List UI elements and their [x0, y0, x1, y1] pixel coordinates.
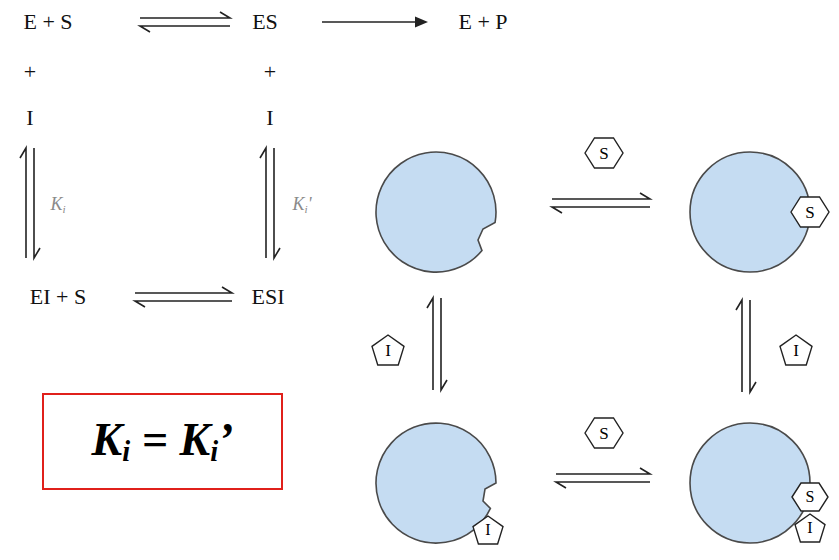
text-part: I: [807, 519, 812, 536]
text-part: K: [179, 414, 210, 465]
text-part: I: [485, 521, 490, 538]
text-part: ’: [218, 414, 233, 465]
symbol-letter: S: [805, 204, 814, 221]
substrate-symbol: S: [585, 418, 623, 448]
inhibitor-symbol: I: [780, 335, 812, 365]
symbol-letter: I: [485, 522, 490, 538]
text-part: ': [308, 194, 312, 214]
text-part: [472, 9, 478, 34]
symbol-letter: S: [599, 425, 608, 442]
text-part: S: [599, 144, 608, 163]
text-part: I: [277, 284, 284, 309]
equilibrium-arrow: [140, 12, 230, 32]
text-part: +: [24, 59, 36, 84]
reaction-arrow: [322, 21, 418, 23]
text-part: S: [806, 488, 815, 505]
text-part: [130, 414, 142, 465]
text-part: K: [92, 414, 123, 465]
text-part: i: [62, 203, 65, 215]
constant-label: Ki': [293, 195, 312, 215]
text-part: E: [252, 9, 265, 34]
shape-outline: [780, 335, 812, 365]
equilibrium-arrow: [736, 300, 756, 392]
reactant-label: E + S: [23, 11, 72, 33]
shape-outline: [792, 483, 828, 511]
text-part: S: [265, 284, 277, 309]
text-part: K: [293, 194, 305, 214]
symbol-letter: S: [599, 145, 608, 162]
plus-sign: +: [264, 61, 276, 83]
product-label: E + P: [458, 11, 507, 33]
text-part: [68, 284, 74, 309]
substrate-symbol: S: [792, 483, 828, 511]
equilibrium-arrow: [427, 298, 447, 390]
substrate-symbol: S: [585, 138, 623, 168]
inhibitor-label: I: [26, 107, 33, 129]
inhibitor-label: I: [266, 107, 273, 129]
shape-outline: [791, 197, 829, 227]
text-part: S: [599, 424, 608, 443]
text-part: [168, 414, 180, 465]
plus-sign: +: [24, 61, 36, 83]
symbol-letter: S: [806, 489, 815, 505]
inhibitor-symbol: I: [473, 516, 503, 544]
symbol-letter: I: [385, 342, 391, 359]
shape-outline: [585, 138, 623, 168]
enzyme-substrate-inhibitor: [690, 423, 810, 543]
inhibitor-symbol: I: [372, 335, 404, 365]
text-part: E: [251, 284, 264, 309]
constant-label: Ki: [50, 195, 65, 215]
equation-box: Ki = Ki’: [42, 393, 283, 490]
substrate-symbol: S: [791, 197, 829, 227]
text-part: +: [56, 284, 68, 309]
text-part: I: [385, 341, 391, 360]
text-part: I: [43, 284, 50, 309]
text-part: i: [305, 203, 308, 215]
text-part: I: [793, 341, 799, 360]
text-part: S: [266, 9, 278, 34]
text-part: E: [23, 9, 36, 34]
text-part: S: [805, 203, 814, 222]
equilibrium-arrow: [552, 193, 650, 213]
equilibrium-arrow: [556, 468, 650, 488]
text-part: +: [264, 59, 276, 84]
equilibrium-arrow: [135, 287, 232, 307]
text-part: S: [74, 284, 86, 309]
shape-outline: [473, 516, 503, 544]
text-part: E: [30, 284, 43, 309]
enzyme-free: [376, 152, 496, 272]
text-part: =: [142, 414, 168, 465]
text-part: i: [210, 436, 218, 467]
text-part: S: [60, 9, 72, 34]
arrow-head: [415, 17, 428, 28]
shape-outline: [585, 418, 623, 448]
inhibitor-symbol: I: [795, 514, 825, 542]
text-part: i: [122, 436, 130, 467]
text-part: [55, 9, 61, 34]
equation-text: Ki = Ki’: [92, 417, 234, 467]
equilibrium-arrow: [260, 148, 280, 258]
text-part: [51, 284, 57, 309]
complex-label: ES: [252, 11, 278, 33]
text-part: [37, 9, 43, 34]
shape-outline: [372, 335, 404, 365]
symbol-letter: I: [793, 342, 799, 359]
symbol-letter: I: [807, 520, 812, 536]
text-part: [490, 9, 496, 34]
text-part: I: [26, 105, 33, 130]
text-part: E: [458, 9, 471, 34]
text-part: +: [477, 9, 489, 34]
complex-label: EI + S: [30, 286, 86, 308]
shape-outline: [795, 514, 825, 542]
text-part: P: [495, 9, 507, 34]
equilibrium-arrow: [20, 148, 40, 258]
text-part: I: [266, 105, 273, 130]
text-part: K: [50, 194, 62, 214]
text-part: +: [42, 9, 54, 34]
complex-label: ESI: [251, 286, 284, 308]
enzymes: [376, 152, 810, 543]
